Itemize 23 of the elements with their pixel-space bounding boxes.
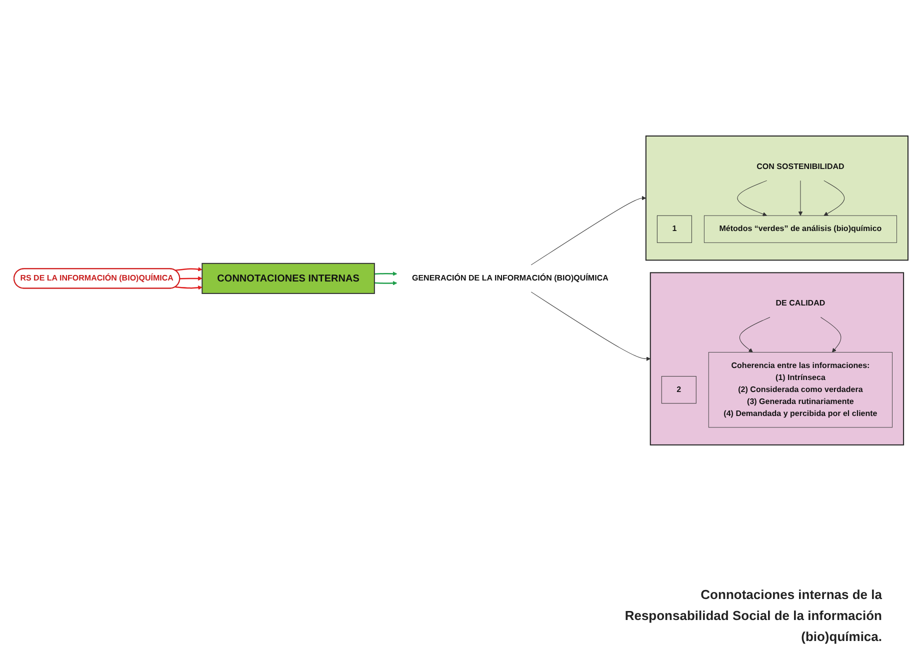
cluster	[650, 272, 904, 445]
arrow	[739, 316, 770, 352]
arrow	[737, 180, 768, 216]
arrow	[530, 291, 651, 361]
arrow	[374, 271, 398, 276]
node-box: Coherencia entre las informaciones: (1) Intrínseca (2) Considerada como verdadera (3) Generada rutinariamente (4) Demandada y percibida por el cliente	[708, 352, 893, 428]
cluster	[645, 135, 908, 260]
node-box: CONNOTACIONES INTERNAS	[202, 262, 375, 294]
arrow	[824, 180, 845, 216]
arrow	[820, 316, 842, 352]
arrow	[175, 285, 202, 290]
node-box: 2	[661, 376, 696, 404]
arrow	[798, 180, 803, 216]
node-box: 1	[656, 214, 692, 242]
arrow	[530, 195, 646, 265]
arrow	[180, 276, 202, 280]
arrow	[175, 266, 202, 271]
node-text: CON SOSTENIBILIDAD	[756, 162, 844, 171]
node-box: Métodos “verdes” de análisis (bio)químico	[704, 214, 897, 242]
arrow	[374, 280, 398, 285]
caption: Connotaciones internas de la Responsabilidad Social de la información (bio)química.	[624, 586, 882, 646]
node-text: GENERACIÓN DE LA INFORMACIÓN (BIO)QUÍMICA	[412, 273, 608, 282]
node-text: DE CALIDAD	[776, 298, 826, 308]
